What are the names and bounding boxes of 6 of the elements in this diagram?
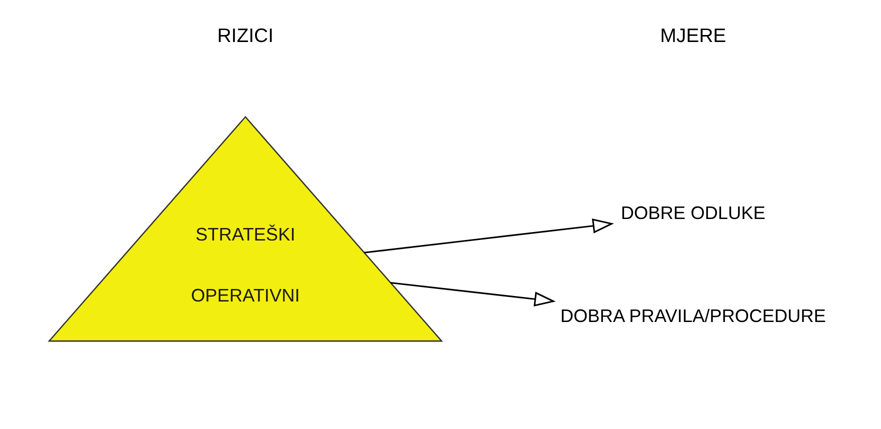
label: MJERE [660, 24, 726, 47]
node-text: DOBRA PRAVILA/PROCEDURE [560, 305, 826, 326]
arrow [364, 218, 614, 253]
arrow [390, 281, 556, 306]
node-text: DOBRE ODLUKE [620, 202, 765, 223]
label: RIZICI [216, 24, 274, 47]
